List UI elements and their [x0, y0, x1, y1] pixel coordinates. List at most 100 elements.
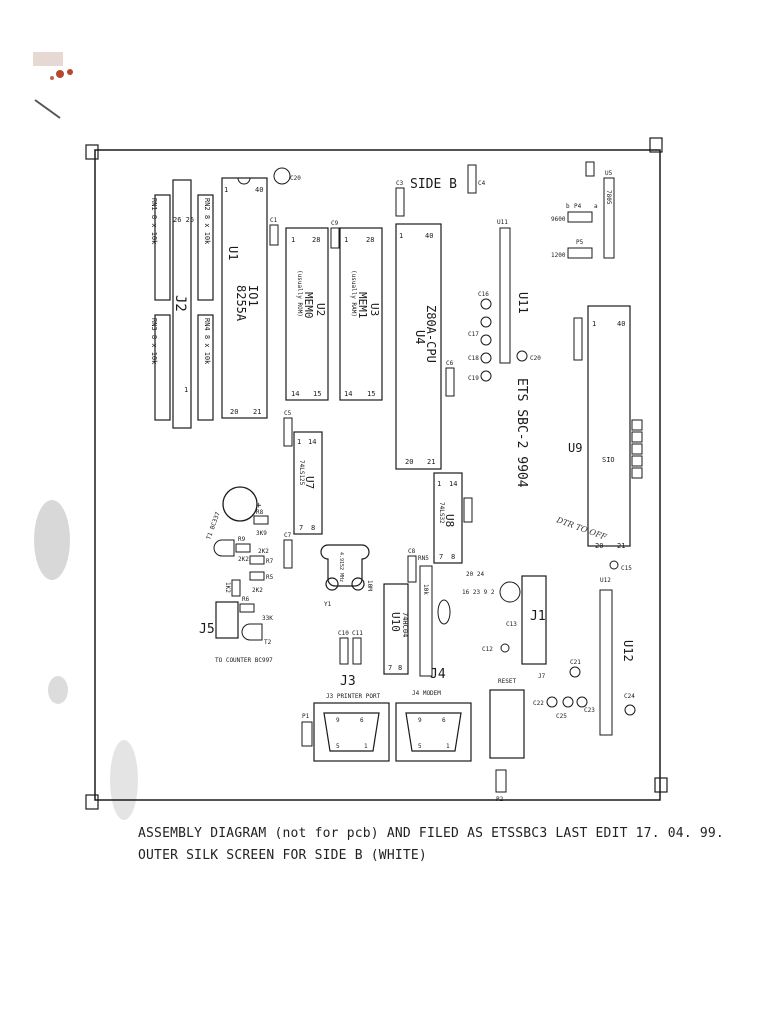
side-label: SIDE B: [410, 177, 457, 192]
u11-big-ref: U11: [516, 292, 530, 314]
rn5-label: RN5: [418, 555, 429, 562]
capacitors-c16-c19: [480, 298, 528, 382]
u1-name: IO1: [246, 285, 260, 307]
c17-label: C17: [468, 331, 479, 338]
c15-label: C15: [621, 565, 632, 572]
r7-label: R7: [266, 558, 274, 565]
jumper-nums-2: 16 23 9 2: [462, 589, 495, 596]
c3-capacitor: [395, 187, 405, 217]
j7-label: J7: [538, 673, 546, 680]
r3k9-label: 3K9: [256, 530, 267, 537]
p1-label: P1: [302, 713, 310, 720]
connector-j1: [521, 575, 547, 665]
r10m-label: 10M: [366, 580, 373, 591]
c16-label: C16: [478, 291, 489, 298]
rn3-label: RN3 8 x 10k: [150, 318, 158, 365]
u5-type: 7805: [605, 190, 612, 205]
p5-label: P5: [576, 239, 584, 246]
caption-line-2: OUTER SILK SCREEN FOR SIDE B (WHITE): [138, 848, 427, 863]
c8-label: C8: [408, 548, 416, 555]
connector-j5: [215, 601, 239, 639]
c22-label: C22: [533, 700, 544, 707]
c9-label: C9: [331, 220, 339, 227]
c6-capacitor: [445, 367, 455, 397]
u10-name: 74HC04: [401, 612, 409, 637]
rn4-label: RN4 8 x 10k: [203, 318, 211, 365]
jumper-nums-1: 20 24: [466, 571, 484, 578]
board-title: ETS SBC-2 9904: [514, 378, 529, 488]
j4-label: J4: [430, 667, 446, 682]
u1-pin-1: 1: [224, 186, 228, 194]
board-outline: [85, 137, 668, 810]
counter-note: TO COUNTER BC997: [215, 657, 273, 664]
c5-label: C5: [284, 410, 292, 417]
p2-label: P2: [496, 796, 504, 803]
u9-pin-1: 1: [592, 320, 596, 328]
c6-label: C6: [446, 360, 454, 367]
c4-capacitor: [467, 164, 477, 194]
u1-pin-21: 21: [253, 408, 261, 416]
c23-label: C23: [584, 707, 595, 714]
u2-pin-14: 14: [291, 390, 299, 398]
db9-modem: [395, 702, 472, 762]
c3-label: C3: [396, 180, 404, 187]
chip-u9: [587, 305, 631, 547]
u2-pin-15: 15: [313, 390, 321, 398]
c21-label: C21: [570, 659, 581, 666]
j4-pin-1: 1: [446, 743, 450, 750]
p4-b-label: b: [566, 203, 570, 210]
db9-printer-port: [313, 702, 390, 762]
c19-label: C19: [468, 375, 479, 382]
c10-label: C10: [338, 630, 349, 637]
u1-pin-40: 40: [255, 186, 263, 194]
j4-pin-5: 5: [418, 743, 422, 750]
r1k2-label: 1K2: [224, 582, 231, 593]
j2-pin-numbers: 26 25: [173, 216, 194, 224]
u1-type: 8255A: [234, 285, 248, 322]
u3-sub: (usually RAM): [350, 270, 357, 317]
u8-pin-7: 7: [439, 553, 443, 561]
baud-9600: 9600: [551, 216, 566, 223]
resistor-r-top: [573, 317, 583, 361]
chip-u3: [339, 227, 383, 401]
u4-ref: U4: [413, 330, 427, 344]
u3-pin-15: 15: [367, 390, 375, 398]
u4-pin-40: 40: [425, 232, 433, 240]
j3-label: J3: [340, 674, 356, 689]
header-p1: [301, 721, 313, 747]
r33k-label: 33K: [262, 615, 273, 622]
transistor-t1: [213, 539, 235, 557]
t2-label: T2: [264, 639, 272, 646]
r9-label: R9: [238, 536, 246, 543]
rn2-label: RN2 8 x 10k: [203, 198, 211, 245]
u7-ref: U7: [303, 476, 316, 489]
j4-name: J4 MODEM: [412, 690, 441, 697]
dtr-note: DTR TO OFF: [554, 515, 608, 542]
u7-pin-8: 8: [311, 524, 315, 532]
u8-name: 74LS32: [438, 502, 445, 524]
c20-capacitor: [273, 167, 291, 185]
transistor-t2: [241, 623, 263, 641]
j3-name: J3 PRINTER PORT: [326, 693, 381, 700]
u4-pin-1: 1: [399, 232, 403, 240]
rn5-value: 10k: [422, 584, 429, 595]
crystal-y1: [320, 544, 370, 591]
u3-ref: U3: [368, 303, 381, 316]
u9-pin-20: 20: [595, 542, 603, 550]
j2-label: J2: [172, 295, 188, 312]
u2-sub: (usually ROM): [296, 270, 303, 317]
j3-pin-5: 5: [336, 743, 340, 750]
u1-ref: U1: [226, 246, 240, 260]
reset-switch: [489, 689, 525, 759]
r8-label: R8: [256, 509, 264, 516]
y1-freq: 4.9152 MHz: [338, 552, 344, 582]
p4-a-label: a: [594, 203, 598, 210]
c8-capacitor: [407, 555, 417, 583]
c25-label: C25: [556, 713, 567, 720]
r2k2-label-a: 2K2: [238, 556, 249, 563]
c15-capacitor: [609, 560, 619, 570]
u5-ref: U5: [605, 170, 613, 177]
c7-label: C7: [284, 532, 292, 539]
resistors-r5-r9: [231, 515, 269, 613]
t1-label: T1 BC337: [205, 511, 222, 541]
